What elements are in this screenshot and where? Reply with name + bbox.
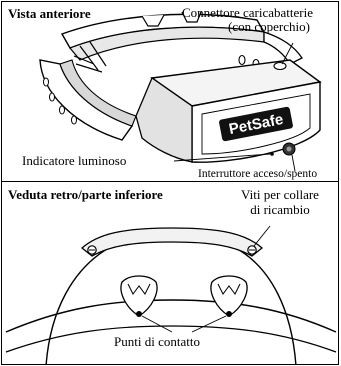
petsafe-logo <box>219 106 293 142</box>
back-view-panel: Veduta retro/parte inferiore Viti per co… <box>1 181 339 365</box>
screws-label-line1: Viti per collare <box>241 187 319 202</box>
charger-connector-label-line2: (con coperchio) <box>228 19 310 34</box>
back-view-title: Veduta retro/parte inferiore <box>8 187 163 202</box>
screws-label-line2: di ricambio <box>250 202 310 217</box>
contact-points-label: Punti di contatto <box>114 334 200 349</box>
contact-point-left-icon <box>120 275 158 317</box>
light-indicator-icon <box>270 152 274 156</box>
front-view-panel: PetSafe Vista anteriore Connettore caric… <box>1 1 339 182</box>
collar-back-illustration <box>5 225 337 364</box>
collar-front-illustration: PetSafe <box>39 11 322 172</box>
front-view-title: Vista anteriore <box>8 6 91 21</box>
light-indicator-label: Indicatore luminoso <box>22 153 127 168</box>
contact-point-right-icon <box>210 275 248 317</box>
power-switch-label: Interruttore acceso/spento <box>198 168 318 180</box>
charger-connector-label-line1: Connettore caricabatterie <box>182 5 314 20</box>
